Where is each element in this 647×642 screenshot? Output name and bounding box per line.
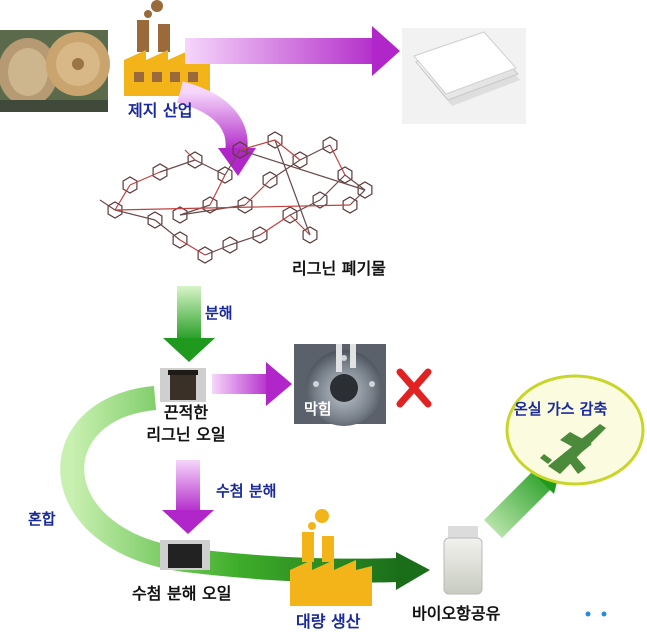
molecule-ring (152, 163, 168, 181)
molecule-bond (344, 174, 366, 191)
molecule-bond (159, 159, 196, 173)
molecule-bond (269, 159, 301, 181)
label-sticky-oil-line1: 끈적한 (163, 403, 209, 422)
molecule-bond (209, 174, 226, 206)
molecule-ring (322, 136, 338, 154)
watermark-dots (585, 611, 607, 617)
molecule-ring (312, 191, 328, 209)
log-photo (0, 30, 110, 112)
label-lignin-waste: 리그닌 폐기물 (292, 259, 386, 278)
molecule-bond (204, 244, 231, 256)
label-paper-industry: 제지 산업 (128, 101, 193, 120)
label-decompose: 분해 (205, 304, 233, 322)
molecule-ring (147, 211, 163, 229)
label-ghg-reduction: 온실 가스 감축 (514, 400, 608, 418)
molecule-bond (179, 204, 211, 216)
molecule-ring (267, 131, 283, 149)
hydro-oil-vial-icon (160, 540, 210, 570)
label-sticky-oil-line2: 리그닌 오일 (146, 425, 226, 444)
molecule-ring (232, 141, 248, 159)
molecule-bond (99, 199, 116, 211)
label-mass-production: 대량 생산 (296, 612, 361, 631)
molecule-bond (129, 171, 161, 186)
arrow-hydro (162, 460, 214, 534)
molecule-bond (224, 149, 241, 176)
molecule-bond (114, 204, 351, 211)
molecule-bond (274, 139, 311, 236)
reactor-photo (294, 344, 386, 426)
molecule-bond (179, 204, 246, 216)
molecule-ring (357, 181, 373, 199)
arrow-to-reactor (212, 362, 292, 406)
molecule-bond (154, 219, 181, 241)
molecule-bond (349, 189, 366, 206)
molecule-ring (302, 226, 318, 244)
label-mix: 혼합 (28, 510, 56, 528)
molecule-bond (244, 179, 271, 206)
molecule-bond (319, 174, 346, 201)
molecule-ring (187, 151, 203, 169)
molecule-bond (274, 139, 301, 161)
molecule-bond (184, 149, 196, 161)
molecule-bond (299, 144, 331, 161)
molecule-bond (179, 239, 206, 256)
label-sticky-oil: 끈적한 리그닌 오일 (136, 402, 236, 446)
label-clogged: 막힘 (304, 400, 332, 418)
airplane-icon (540, 424, 606, 474)
molecule-ring (172, 206, 188, 224)
molecule-ring (237, 196, 253, 214)
molecule-bond (289, 199, 321, 216)
molecule-ring (202, 196, 218, 214)
molecule-bond (114, 184, 131, 211)
label-hydro-oil: 수첨 분해 오일 (132, 584, 232, 603)
molecule-diagram (99, 131, 373, 264)
molecule-bond (329, 144, 346, 176)
arrow-to-lignin (176, 81, 256, 176)
molecule-ring (342, 196, 358, 214)
arrow-decompose (163, 286, 215, 362)
molecule-bond (289, 214, 311, 236)
molecule-bond (114, 209, 156, 221)
paper-stack-icon (402, 28, 526, 124)
molecule-ring (122, 176, 138, 194)
molecule-ring (172, 231, 188, 249)
x-mark-icon (396, 368, 432, 408)
molecule-bond (229, 234, 261, 246)
factory-mass-icon (290, 509, 372, 606)
molecule-ring (222, 236, 238, 254)
vial-icon (160, 368, 206, 402)
molecule-bond (194, 159, 226, 176)
arrow-to-paper (185, 26, 400, 76)
molecule-bond (239, 149, 366, 191)
label-hydro-decompose: 수첨 분해 (216, 482, 277, 500)
label-bio-jet-fuel: 바이오항공유 (412, 604, 501, 623)
bio-jet-fuel-bottle-icon (438, 520, 488, 596)
molecule-bond (259, 214, 291, 236)
molecule-bond (239, 139, 276, 151)
